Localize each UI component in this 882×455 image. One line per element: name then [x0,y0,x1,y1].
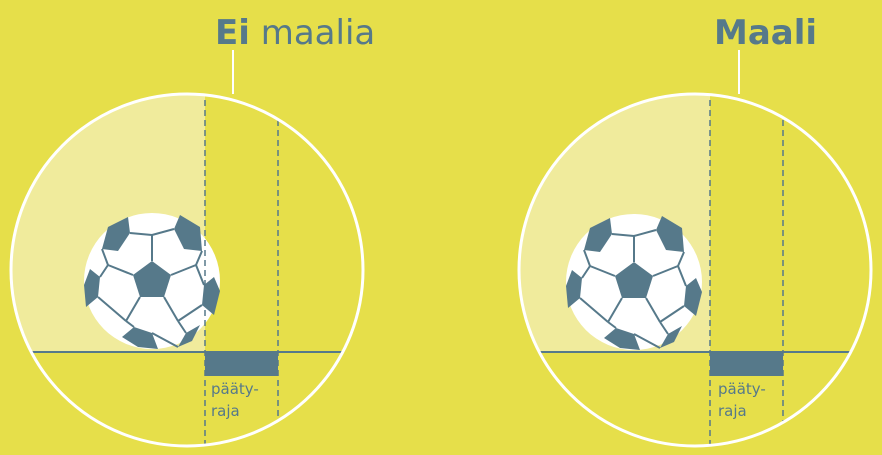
magnified-view [519,94,871,446]
title-bold-word: Ei [215,13,250,53]
end-line-label-1: pääty- [211,380,259,398]
magnified-view [11,94,363,446]
panel-goal: Maali pääty- raja [517,13,873,448]
soccer-ball-icon [83,212,221,350]
title-rest-word: maalia [261,13,376,53]
panel-title-goal: Maali [714,13,817,53]
magnifier-circle [9,92,365,448]
end-line-label-2: raja [718,402,747,420]
magnifier-circle [517,92,873,448]
soccer-ball-icon [565,213,703,351]
end-line-marker [710,352,783,376]
end-line-label-2: raja [211,402,240,420]
panel-no-goal: Ei maalia pääty- raja [9,13,375,448]
title-bold-word: Maali [714,13,817,53]
panel-title-no-goal: Ei maalia [215,13,375,53]
end-line-marker [205,352,278,376]
end-line-label-1: pääty- [718,380,766,398]
